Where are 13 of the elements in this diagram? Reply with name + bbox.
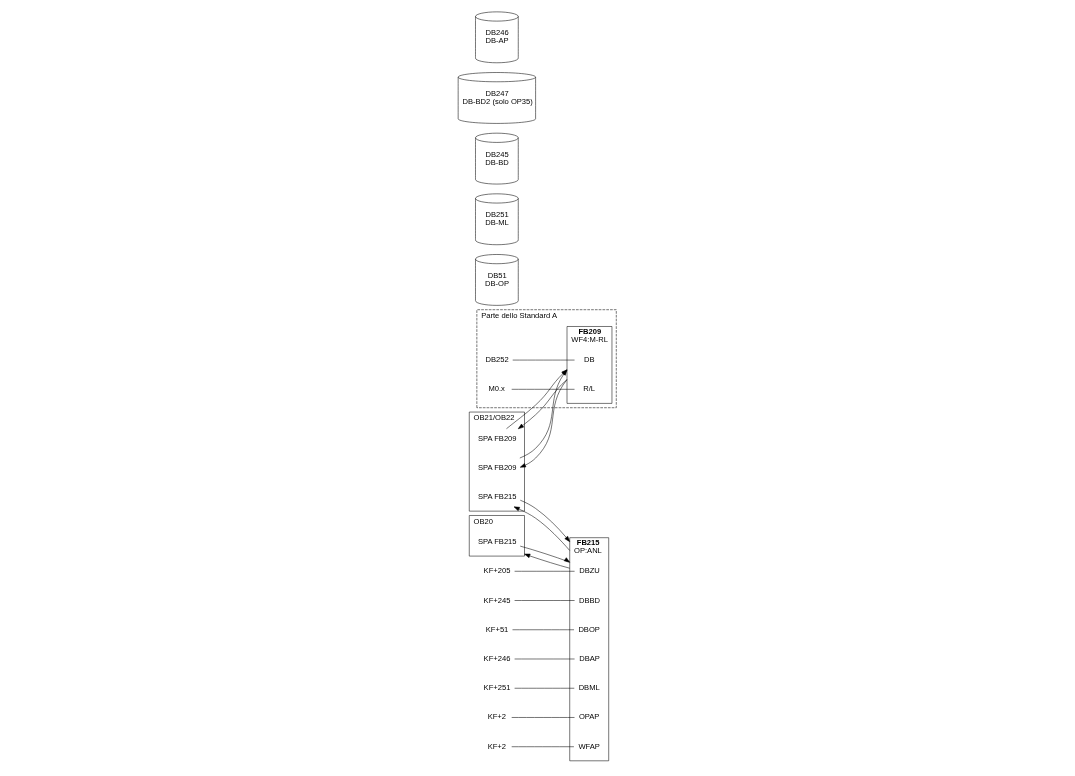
arrow <box>513 506 570 551</box>
arrow <box>519 545 570 563</box>
arrow <box>520 499 570 542</box>
connector <box>511 716 575 718</box>
arrow <box>519 378 568 468</box>
arrow <box>517 378 568 429</box>
connector <box>514 570 575 572</box>
arrow <box>524 553 570 568</box>
connector <box>512 629 575 630</box>
connector <box>514 599 575 601</box>
connector <box>514 687 575 688</box>
connector <box>511 745 575 747</box>
connector <box>511 388 575 390</box>
